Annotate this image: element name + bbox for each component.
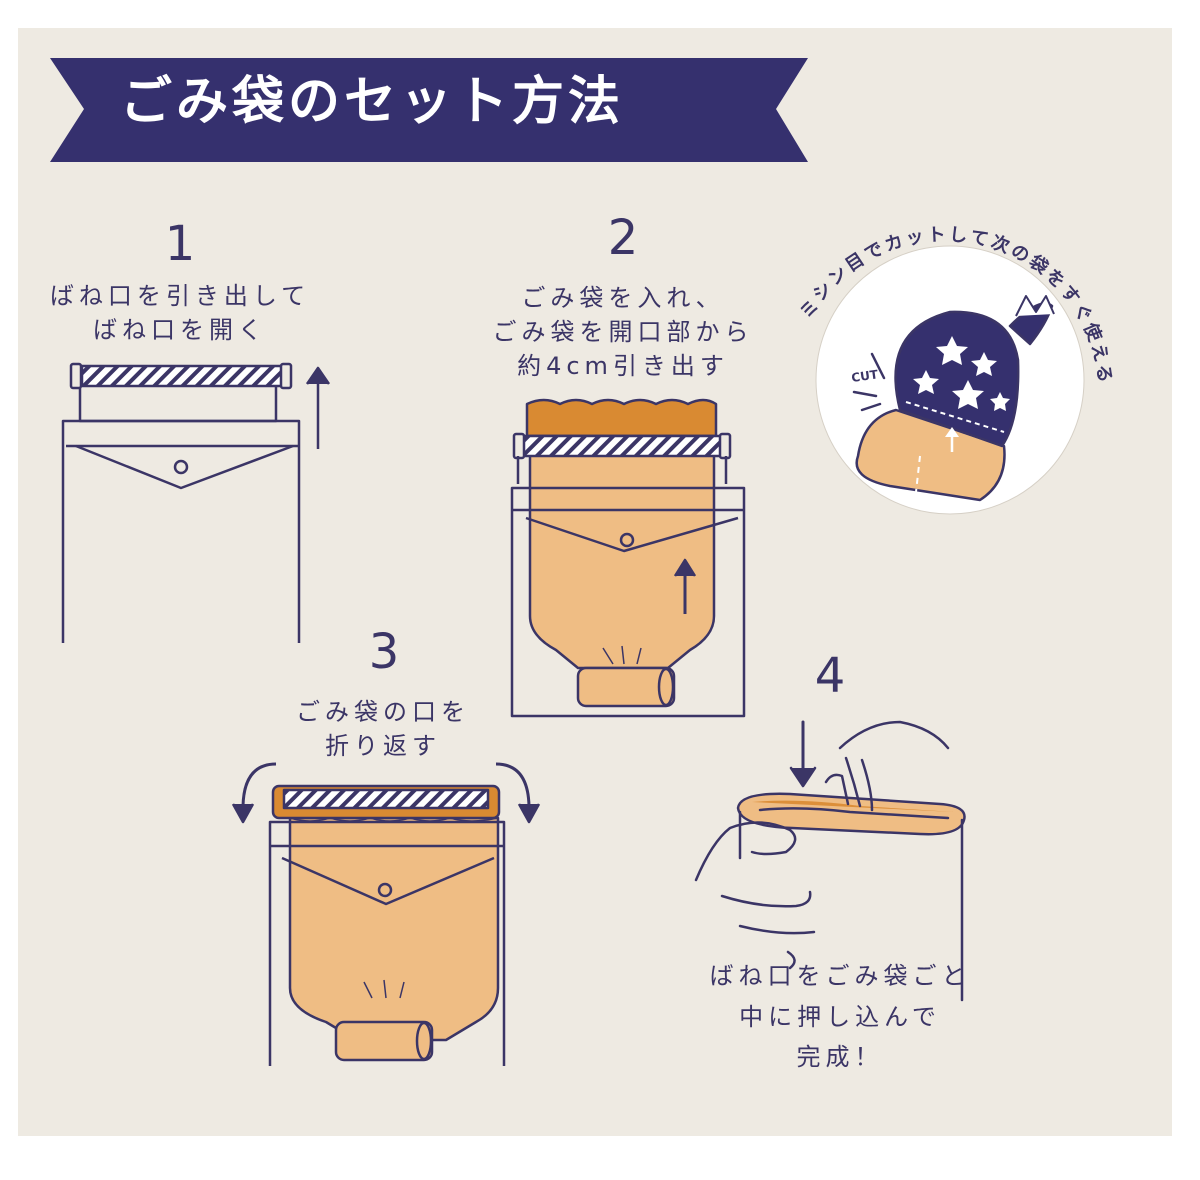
holder-pouch-edge xyxy=(738,810,964,1002)
left-hand xyxy=(694,821,816,970)
step-3-number: 3 xyxy=(368,624,400,680)
spring-bar xyxy=(80,364,284,388)
tip-circle: ミシン目でカットして次の袋をすぐ使える CUT xyxy=(796,224,1112,515)
holder-pouch xyxy=(61,419,301,643)
page-title: ごみ袋のセット方法 xyxy=(120,72,625,132)
cut-label: CUT xyxy=(850,367,879,385)
star-pattern xyxy=(913,336,1010,411)
roll-tube xyxy=(855,408,1006,502)
spring-frame xyxy=(78,382,278,423)
step-2-text-line-3: 約4cm引き出す xyxy=(517,352,729,380)
step-4-text-line-3: 完成！ xyxy=(796,1043,884,1071)
step-2-text-line-1: ごみ袋を入れ、 xyxy=(521,284,725,312)
step-1-text-line-1: ばね口を引き出して xyxy=(49,282,311,310)
bag-body xyxy=(288,816,500,1042)
pouch-flap xyxy=(75,444,294,490)
pushed-rim xyxy=(736,792,966,836)
step-2-illustration xyxy=(510,398,746,718)
bag-pulled-out xyxy=(525,398,718,438)
holder-pouch xyxy=(510,486,746,718)
step-4-illustration xyxy=(694,720,966,1002)
step-3-illustration xyxy=(231,762,541,1066)
step-2-text-line-2: ごみ袋を開口部から xyxy=(492,318,754,346)
fold-arrow-left xyxy=(241,762,277,807)
step-3-text-line-2: 折り返す xyxy=(325,732,441,760)
step-4-number: 4 xyxy=(814,648,846,704)
next-bag xyxy=(894,310,1020,448)
step-4-text-line-1: ばね口をごみ袋ごと xyxy=(709,962,971,990)
title-banner xyxy=(50,58,808,162)
step-1-number: 1 xyxy=(164,216,196,272)
step-1-illustration xyxy=(61,362,331,643)
fold-arrow-right xyxy=(495,762,531,807)
bag-body xyxy=(528,434,716,670)
right-hand xyxy=(824,720,950,812)
step-2-number: 2 xyxy=(607,210,639,266)
step-1-text-line-2: ばね口を開く xyxy=(93,316,267,344)
step-4-text-line-2: 中に押し込んで xyxy=(739,1003,941,1031)
cut-sparkle-icon xyxy=(852,352,886,412)
step-3-text-line-1: ごみ袋の口を xyxy=(296,698,470,726)
holder-pouch xyxy=(268,820,506,1066)
flap-button xyxy=(173,459,189,475)
